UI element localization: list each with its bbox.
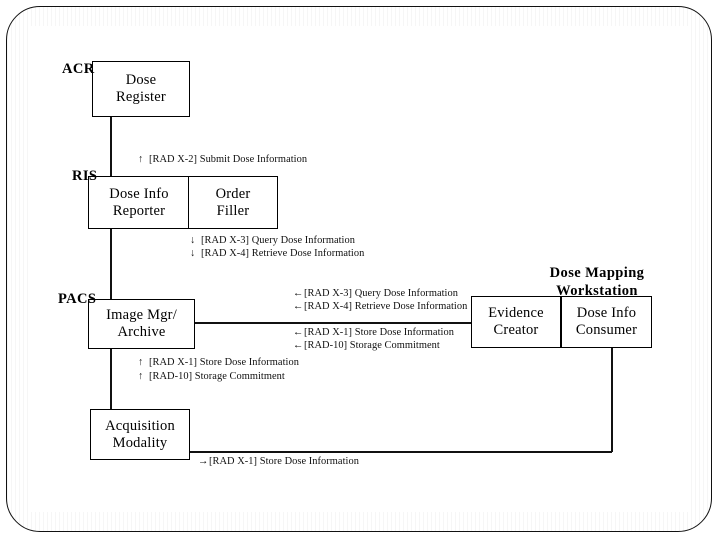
connector-consumer-down (611, 348, 613, 452)
arrow-left-icon-rad-x1: ← (293, 327, 304, 338)
connector-reporter-to-imagemgr (110, 229, 112, 299)
transaction-name-rad-x1-left: Store Dose Information (354, 327, 454, 338)
system-label-acr-text: ACR (62, 61, 95, 77)
actor-label-dose-register: Dose Register (116, 72, 166, 105)
transaction-label-rad-10-up: ↑ [RAD-10] Storage Commitment (138, 371, 285, 382)
transaction-name-rad-x4-left: Retrieve Dose Information (354, 301, 468, 312)
arrow-down-icon-rad-x3: ↓ (190, 235, 196, 246)
actor-label-evidence-creator: Evidence Creator (488, 305, 544, 338)
actor-box-evidence-creator[interactable]: Evidence Creator (471, 296, 561, 348)
transaction-code-rad-10-up: [RAD-10] (149, 371, 193, 382)
transaction-label-rad-x3-down: ↓ [RAD X-3] Query Dose Information (190, 235, 355, 246)
transaction-name-rad-x4-down: Retrieve Dose Information (251, 248, 365, 259)
transaction-name-rad-x2: Submit Dose Information (199, 154, 308, 165)
arrow-left-icon-rad-x4: ← (293, 301, 304, 312)
transaction-label-rad-x1-right: →[RAD X-1] Store Dose Information (198, 456, 359, 467)
diagram-canvas: ACR RIS PACS Dose Mapping Workstation Do… (30, 26, 690, 512)
transaction-label-rad-10-left: ←[RAD-10] Storage Commitment (293, 340, 440, 351)
actor-box-dose-info-reporter[interactable]: Dose Info Reporter (88, 176, 190, 229)
actor-box-order-filler[interactable]: Order Filler (188, 176, 278, 229)
transaction-label-rad-x3-left: ←[RAD X-3] Query Dose Information (293, 288, 458, 299)
connector-register-to-reporter (110, 117, 112, 176)
transaction-name-rad-x1-up: Store Dose Information (199, 357, 299, 368)
transaction-label-rad-x4-left: ←[RAD X-4] Retrieve Dose Information (293, 301, 467, 312)
transaction-code-rad-x4-left: [RAD X-4] (304, 301, 353, 312)
system-label-dmw-text: Dose Mapping Workstation (549, 265, 645, 299)
transaction-code-rad-x3-left: [RAD X-3] (304, 288, 353, 299)
arrow-down-icon-rad-x4: ↓ (190, 248, 196, 259)
transaction-name-rad-x3-left: Query Dose Information (354, 288, 458, 299)
transaction-code-rad-x3-down: [RAD X-3] (201, 235, 250, 246)
system-label-dose-mapping-workstation: Dose Mapping Workstation (502, 248, 692, 300)
transaction-name-rad-x3-down: Query Dose Information (251, 235, 355, 246)
transaction-code-rad-10-left: [RAD-10] (304, 340, 348, 351)
actor-label-order-filler: Order Filler (215, 185, 251, 219)
actor-label-acquisition-modality: Acquisition Modality (105, 417, 175, 451)
transaction-code-rad-x1-left: [RAD X-1] (304, 327, 353, 338)
actor-box-dose-info-consumer[interactable]: Dose Info Consumer (561, 296, 652, 348)
transaction-label-rad-x4-down: ↓ [RAD X-4] Retrieve Dose Information (190, 248, 364, 259)
system-label-ris-text: RIS (72, 168, 98, 184)
transaction-label-rad-x1-up: ↑ [RAD X-1] Store Dose Information (138, 357, 299, 368)
transaction-code-rad-x1-right: [RAD X-1] (209, 456, 258, 467)
arrow-right-icon-rad-x1: → (198, 456, 209, 467)
connector-imagemgr-to-evidencecreator (195, 322, 471, 324)
system-label-pacs-text: PACS (58, 291, 97, 307)
transaction-name-rad-10-left: Storage Commitment (349, 340, 440, 351)
actor-label-dose-info-consumer: Dose Info Consumer (575, 305, 638, 338)
transaction-code-rad-x4-down: [RAD X-4] (201, 248, 250, 259)
transaction-code-rad-x2: [RAD X-2] (149, 154, 198, 165)
actor-box-dose-register[interactable]: Dose Register (92, 61, 190, 117)
system-label-ris: RIS (72, 151, 97, 185)
actor-label-image-mgr-archive: Image Mgr/ Archive (106, 307, 177, 340)
actor-label-dose-info-reporter: Dose Info Reporter (109, 185, 169, 219)
arrow-left-icon-rad-10: ← (293, 340, 304, 351)
transaction-code-rad-x1-up: [RAD X-1] (149, 357, 198, 368)
arrow-up-icon-rad-x2: ↑ (138, 154, 144, 165)
arrow-up-icon-rad-x1: ↑ (138, 357, 144, 368)
connector-consumer-to-modality (190, 451, 612, 453)
system-label-pacs: PACS (58, 274, 96, 308)
transaction-label-rad-x2: ↑ [RAD X-2] Submit Dose Information (138, 154, 307, 165)
arrow-up-icon-rad-10: ↑ (138, 371, 144, 382)
system-label-acr: ACR (62, 44, 95, 78)
transaction-label-rad-x1-left: ←[RAD X-1] Store Dose Information (293, 327, 454, 338)
connector-imagemgr-to-modality (110, 349, 112, 409)
transaction-name-rad-x1-right: Store Dose Information (259, 456, 359, 467)
transaction-name-rad-10-up: Storage Commitment (194, 371, 285, 382)
actor-box-acquisition-modality[interactable]: Acquisition Modality (90, 409, 190, 460)
actor-box-image-mgr-archive[interactable]: Image Mgr/ Archive (88, 299, 195, 349)
arrow-left-icon-rad-x3: ← (293, 288, 304, 299)
